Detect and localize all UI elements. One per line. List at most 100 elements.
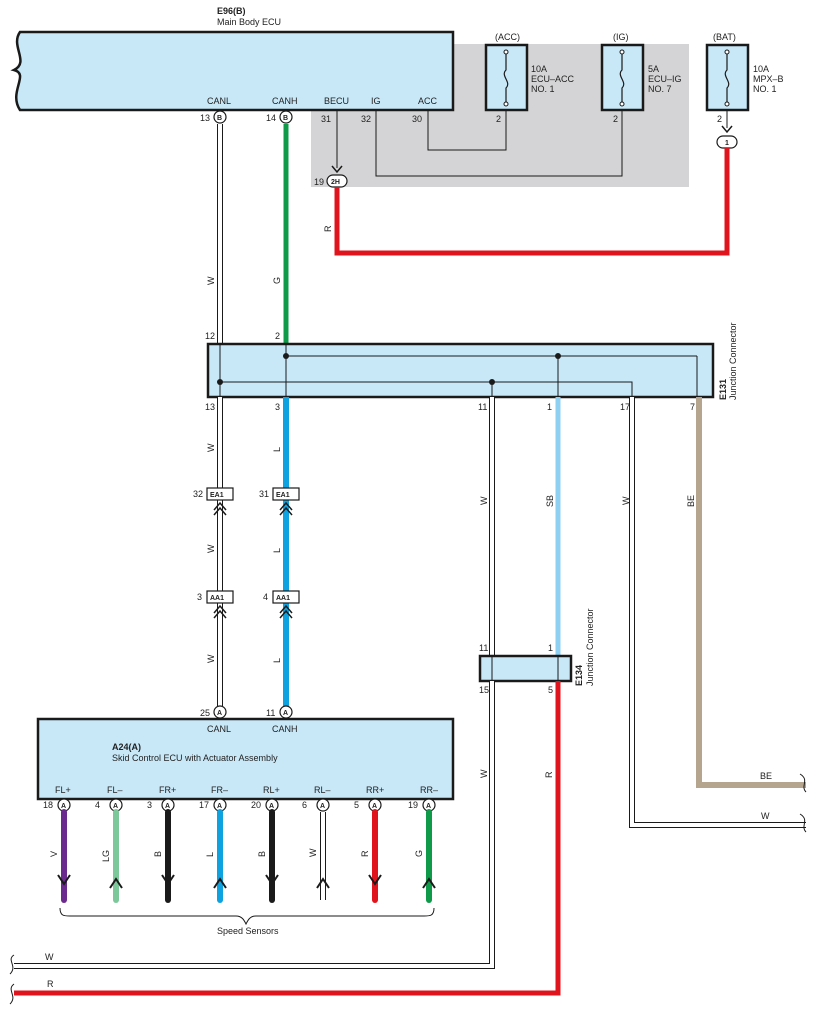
fuse-acc-name: ECU–ACC — [531, 74, 575, 84]
pin-number: 11 — [478, 402, 487, 412]
skid-canh-terminal: CANH — [272, 724, 298, 734]
sensor-terminal-label: FR+ — [159, 785, 176, 795]
wire-acc-internal — [427, 110, 507, 151]
wire-white-outline — [629, 397, 806, 828]
terminal-becu: BECU — [324, 96, 349, 106]
chevron-down-icon — [721, 125, 733, 134]
terminal-ig: IG — [371, 96, 381, 106]
wire-ig-internal — [375, 110, 623, 177]
pin-connector-a — [316, 798, 330, 812]
e131-code: E131 — [718, 379, 728, 400]
pin-number: 2 — [496, 114, 501, 124]
chevron-down-icon — [331, 165, 343, 174]
junction-connector-e131 — [206, 342, 715, 399]
speed-sensors-label: Speed Sensors — [217, 926, 279, 936]
wire-code-w: W — [621, 496, 631, 505]
wire-code: V — [49, 851, 59, 857]
pin-number: 31 — [321, 114, 331, 124]
fuse-ig-element — [619, 52, 625, 104]
wire-code: B — [153, 851, 163, 857]
sensor-terminal-label: FR– — [211, 785, 228, 795]
wire-code-sb: SB — [545, 495, 555, 507]
skid-ecu-code: A24(A) — [112, 742, 141, 752]
sensor-terminal-label: RR– — [420, 785, 438, 795]
wire-code-r: R — [323, 225, 333, 232]
junction-dot — [217, 379, 223, 385]
pin-number: 4 — [263, 592, 268, 602]
fuse-terminal — [619, 49, 625, 55]
pin-connector-label: A — [269, 803, 274, 810]
double-chevron-up-icon — [213, 604, 227, 619]
wire-code-w: W — [479, 769, 489, 778]
fuse-terminal — [503, 49, 509, 55]
fuse-ig-rating: 5A — [648, 64, 659, 74]
wire-code-r: R — [544, 771, 554, 778]
pin-connector-label: A — [217, 710, 222, 717]
fuse-acc-element — [503, 52, 509, 104]
double-chevron-up-icon — [279, 604, 293, 619]
e131-bus-l-h — [220, 381, 633, 397]
pin-number: 3 — [197, 592, 202, 602]
fuse-ig-supply: (IG) — [613, 32, 629, 42]
pin-connector-label: B — [217, 115, 222, 122]
pin-connector-label: A — [426, 803, 431, 810]
connector-ea1 — [206, 487, 234, 501]
right-exit-be: BE — [760, 771, 772, 781]
connector-ea1-label: EA1 — [210, 492, 224, 499]
fuse-bat-no: NO. 1 — [753, 84, 777, 94]
wire-code: LG — [101, 850, 111, 862]
wire-code-w: W — [206, 654, 216, 663]
wire-code-l: L — [272, 447, 282, 452]
wire-code: B — [257, 851, 267, 857]
sensor-terminal-label: RL– — [314, 785, 331, 795]
pin-number: 12 — [205, 331, 215, 341]
pin-number: 14 — [266, 113, 276, 123]
pin-number: 25 — [200, 708, 210, 718]
pin-number: 2 — [717, 114, 722, 124]
junction-connector-e134 — [478, 654, 573, 683]
connector-aa1-label: AA1 — [276, 595, 290, 602]
sensor-terminal-label: RR+ — [366, 785, 384, 795]
bottom-exit-r: R — [47, 979, 54, 989]
fuse-bat-element — [724, 52, 730, 104]
pin-number: 13 — [200, 113, 210, 123]
connector-ea1 — [272, 487, 300, 501]
pin-connector-label: A — [113, 803, 118, 810]
connector-aa1 — [206, 590, 234, 604]
arrow-down-icon — [57, 874, 71, 886]
arrow-up-icon — [422, 877, 436, 889]
fuse-ig-name: ECU–IG — [648, 74, 682, 84]
bottom-exit-w: W — [45, 952, 54, 962]
wire-code: W — [308, 848, 318, 857]
pin-number: 11 — [266, 708, 275, 718]
wire-beige — [696, 397, 806, 788]
wire-red — [14, 681, 561, 996]
fuse-acc-no: NO. 1 — [531, 84, 555, 94]
fuse-terminal — [619, 101, 625, 107]
arrow-down-icon — [161, 874, 175, 886]
pin-number: 11 — [479, 643, 488, 653]
wire-white — [14, 681, 494, 968]
main-body-ecu-box — [10, 30, 455, 112]
wire-code-l: L — [272, 548, 282, 553]
fuse-terminal — [724, 101, 730, 107]
fuse-ig-no: NO. 7 — [648, 84, 672, 94]
connector-aa1 — [272, 590, 300, 604]
terminal-canl: CANL — [207, 96, 231, 106]
pin-number: 3 — [147, 800, 152, 810]
skid-ecu-name: Skid Control ECU with Actuator Assembly — [112, 753, 278, 763]
arrow-up-icon — [316, 877, 330, 889]
fuse-bat-supply: (BAT) — [713, 32, 736, 42]
pin-connector-b — [213, 110, 227, 124]
wire-code-be: BE — [686, 495, 696, 507]
right-exit-w: W — [761, 811, 770, 821]
arrow-up-icon — [213, 877, 227, 889]
wire-code-w: W — [206, 276, 216, 285]
pin-number: 5 — [354, 800, 359, 810]
pin-number: 2 — [275, 331, 280, 341]
pin-number: 3 — [275, 402, 280, 412]
sensor-terminal-label: FL+ — [55, 785, 71, 795]
pin-number: 7 — [690, 402, 695, 412]
